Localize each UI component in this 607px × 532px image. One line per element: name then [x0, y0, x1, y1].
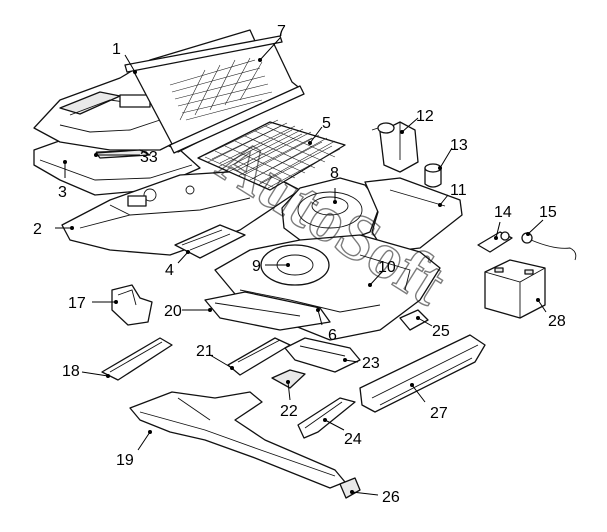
- callout-17: 17: [68, 295, 86, 312]
- callout-23: 23: [362, 355, 380, 372]
- callout-22: 22: [280, 403, 298, 420]
- part-28-battery: [484, 259, 546, 319]
- part-23-plate: [284, 337, 361, 373]
- callout-33: 33: [140, 149, 158, 166]
- part-27-rear-panel: [359, 334, 486, 413]
- part-21-reinforcement: [227, 337, 291, 376]
- part-15-cable: [521, 232, 577, 261]
- callout-8: 8: [330, 165, 339, 182]
- part-19-side-member: [129, 391, 346, 489]
- callout-1: 1: [112, 41, 121, 58]
- callout-18: 18: [62, 363, 80, 380]
- callout-21: 21: [196, 343, 214, 360]
- callout-25: 25: [432, 323, 450, 340]
- part-33-strap: [95, 149, 151, 159]
- callout-13: 13: [450, 137, 468, 154]
- callout-20: 20: [164, 303, 182, 320]
- part-24-bracket: [297, 397, 356, 439]
- part-22-small-plate: [271, 369, 306, 389]
- callout-6: 6: [328, 327, 337, 344]
- part-8-wheel-cover: [281, 177, 381, 246]
- callout-11: 11: [450, 182, 467, 199]
- part-26-end-cap: [339, 477, 361, 499]
- callout-26: 26: [382, 489, 400, 506]
- part-25-fastener: [399, 309, 429, 331]
- part-18-rail-bracket: [101, 337, 173, 381]
- part-5-cargo-net: [197, 119, 346, 191]
- callout-labels: 1 2 3 4 5 6 7 8 9 10 11 12 13 14 15 17 1…: [33, 23, 566, 506]
- blind-mesh: [169, 57, 273, 121]
- leader-lines: [55, 37, 547, 496]
- callout-12: 12: [416, 108, 434, 125]
- callout-4: 4: [165, 262, 174, 279]
- callout-10: 10: [378, 259, 396, 276]
- part-14-connector: [477, 231, 513, 253]
- leader-dots: [63, 58, 540, 494]
- part-7-roller-blind: [124, 35, 305, 154]
- callout-3: 3: [58, 184, 67, 201]
- callout-2: 2: [33, 221, 42, 238]
- part-11-floor-mat: [364, 177, 463, 253]
- part-4-bracket: [174, 224, 246, 259]
- callout-7: 7: [277, 23, 286, 40]
- callout-9: 9: [252, 258, 261, 275]
- part-12-reservoir: [371, 121, 419, 173]
- callout-15: 15: [539, 204, 557, 221]
- part-20-cross-member: [204, 291, 331, 331]
- callout-27: 27: [430, 405, 448, 422]
- callout-19: 19: [116, 452, 134, 469]
- callout-24: 24: [344, 431, 362, 448]
- callout-28: 28: [548, 313, 566, 330]
- part-2-floor-pan: [61, 169, 301, 256]
- part-17-mount: [111, 284, 153, 326]
- callout-5: 5: [322, 115, 331, 132]
- callout-14: 14: [494, 204, 512, 221]
